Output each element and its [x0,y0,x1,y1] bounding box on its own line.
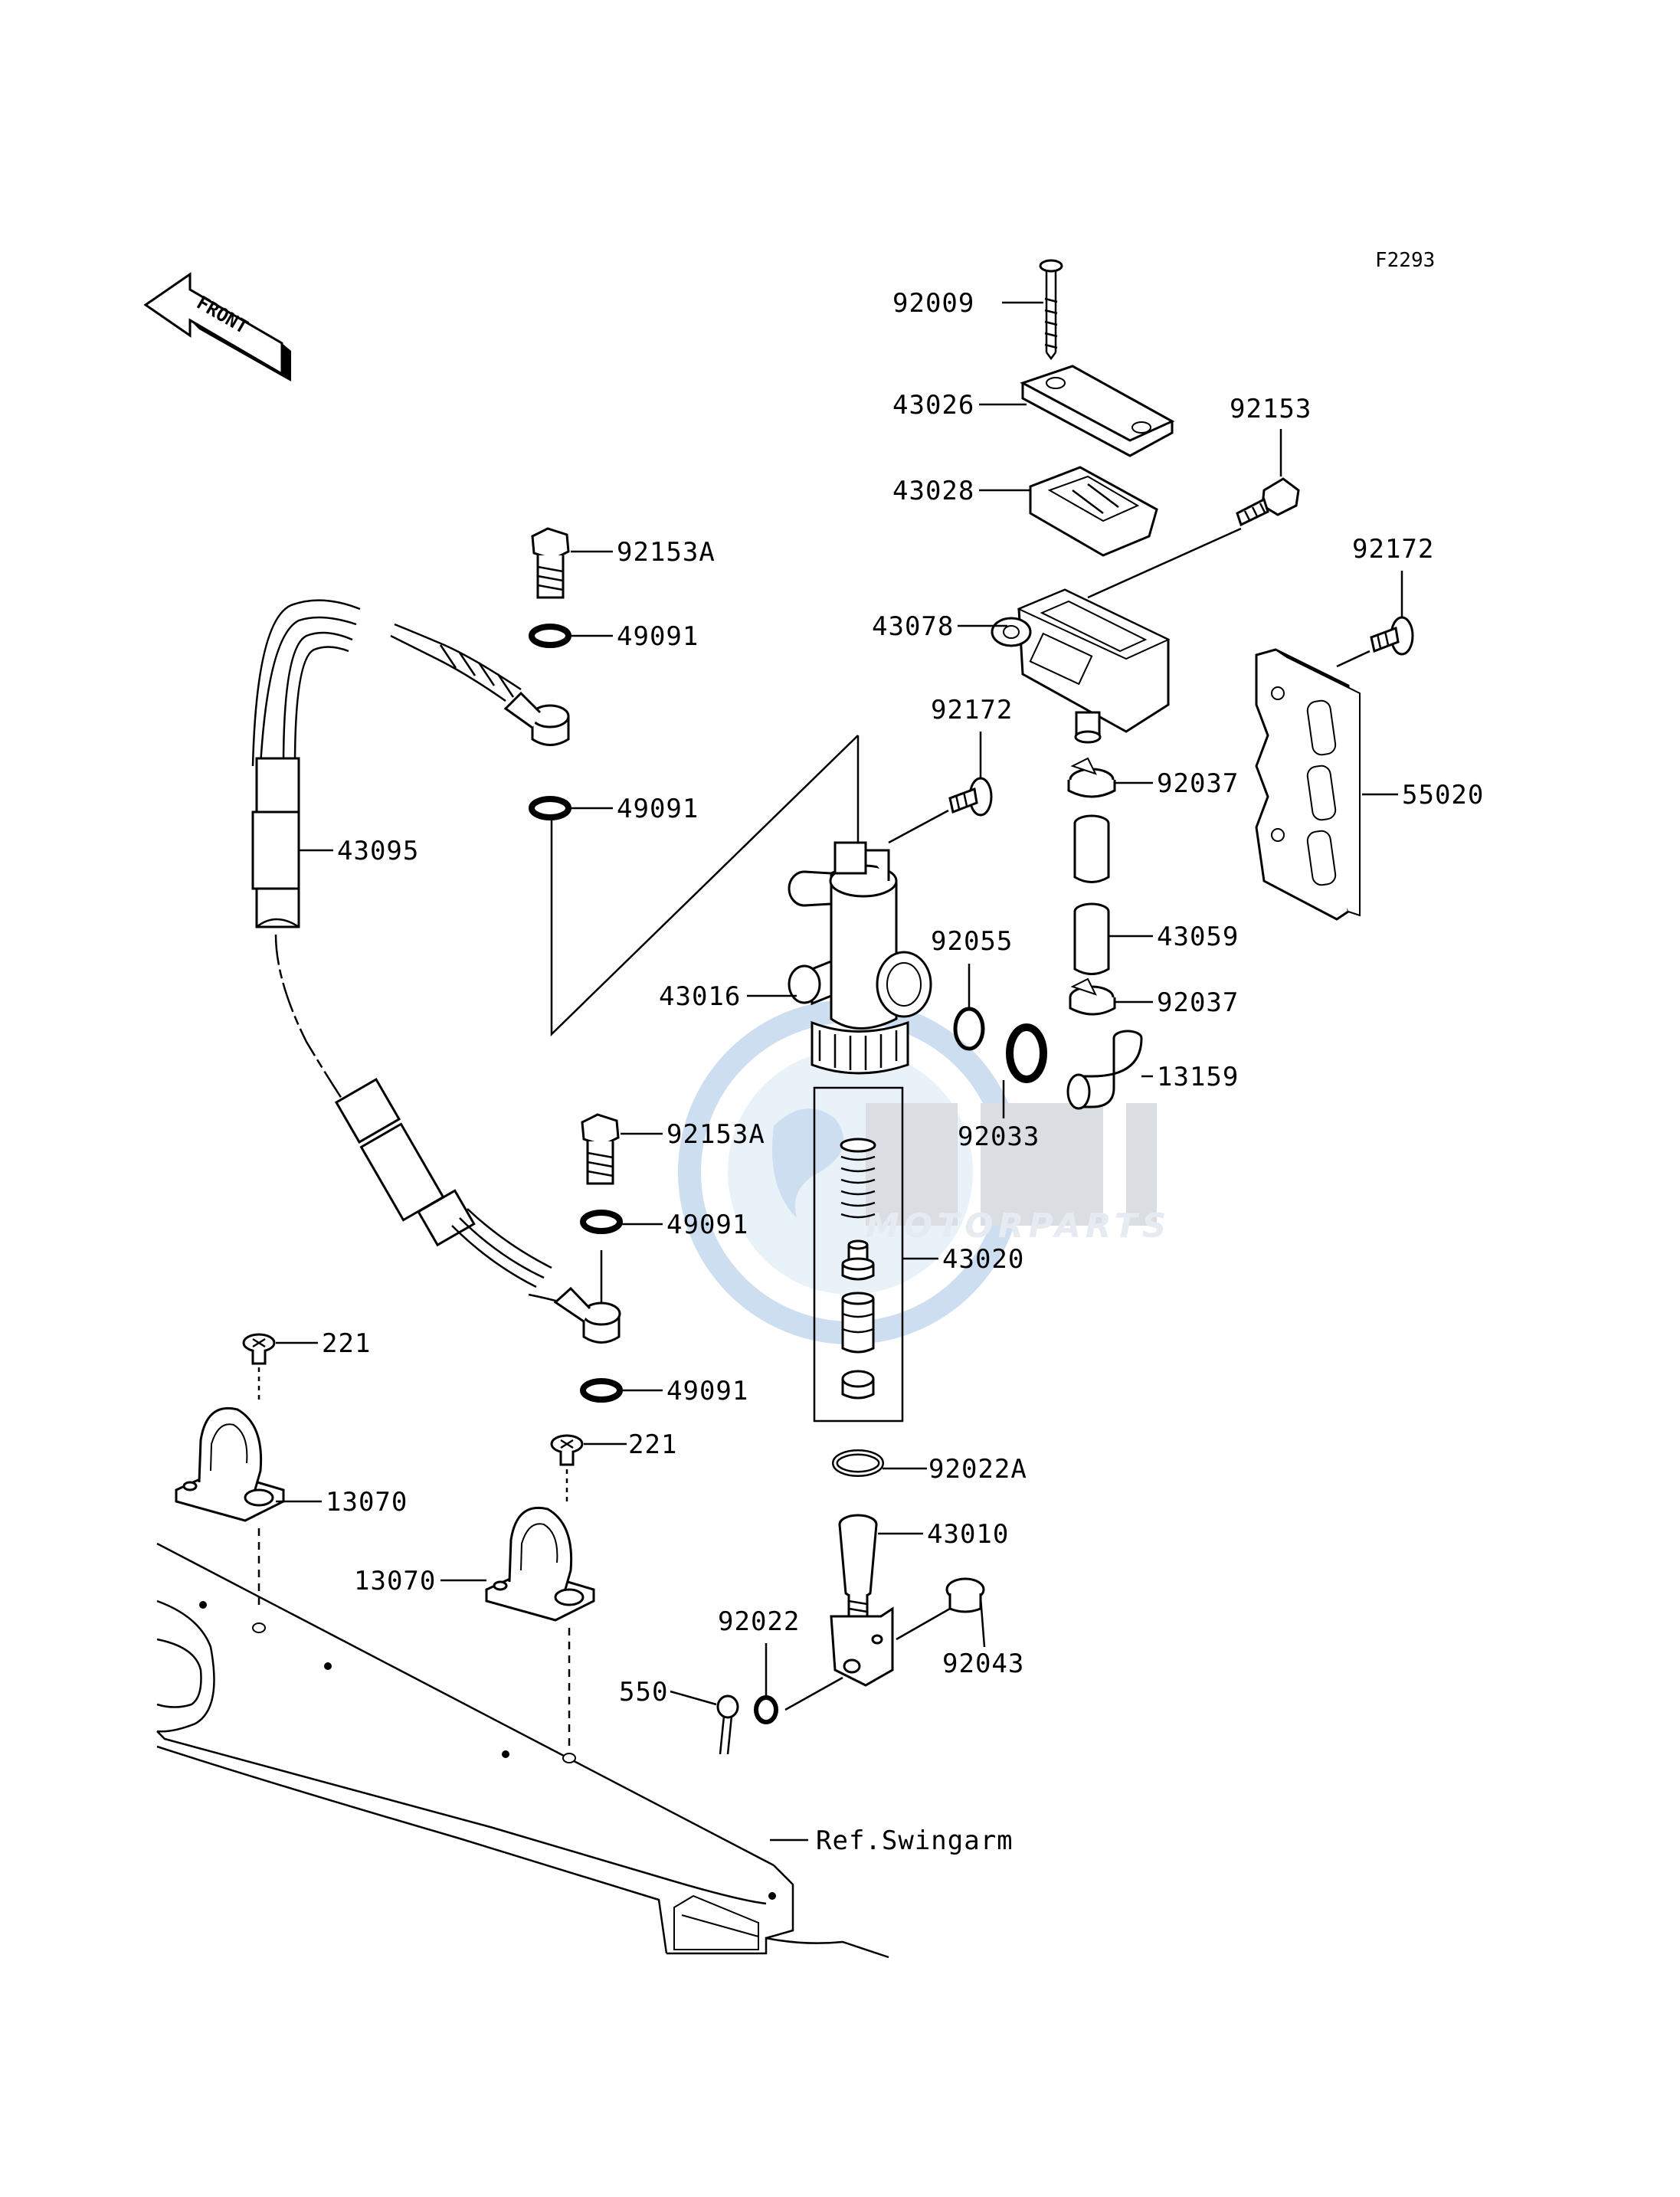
push-rod-43010-icon [830,1514,894,1687]
label-43028: 43028 [892,476,974,506]
front-arrow-icon: FRONT [143,272,291,381]
washer-92022-icon [754,1695,778,1724]
bolt-92153-icon [1236,477,1300,527]
circlip-92022A-icon [832,1449,884,1477]
label-49091-4: 49091 [666,1376,748,1406]
brake-hose-43095-icon [251,599,583,1311]
clamp-13070-upper-icon [175,1406,285,1522]
label-ref-swingarm: Ref.Swingarm [816,1825,1014,1856]
reservoir-cap-43026-icon [1020,365,1175,457]
washer-49091-3-icon [580,1210,623,1234]
o-ring-92055-icon [953,1007,985,1051]
cotter-pin-550-icon [716,1694,739,1755]
label-43059: 43059 [1157,922,1239,952]
label-92172-center: 92172 [931,695,1013,725]
label-92153: 92153 [1230,394,1312,424]
label-92033: 92033 [958,1121,1040,1152]
label-43010: 43010 [927,1519,1009,1550]
master-cylinder-43016-icon [788,841,932,1075]
circlip-92033-icon [1006,1023,1047,1083]
bolt-92172-right-icon [1370,616,1414,656]
label-43016: 43016 [659,981,741,1012]
label-13159: 13159 [1157,1062,1239,1092]
label-92009: 92009 [892,288,974,319]
swingarm-ref-icon [156,1542,889,1959]
washer-49091-2-icon [529,796,571,820]
label-13070-upper: 13070 [326,1487,408,1518]
label-92153A-lower: 92153A [666,1119,765,1150]
banjo-bolt-92153A-upper-icon [531,527,570,599]
label-92022: 92022 [718,1606,800,1637]
guard-plate-55020-icon [1255,648,1361,921]
label-49091-1: 49091 [617,621,699,652]
label-92043: 92043 [942,1649,1024,1679]
label-92055: 92055 [931,926,1013,957]
master-cylinder-body-43078-icon [991,588,1171,744]
label-92022A: 92022A [928,1454,1027,1485]
label-43020: 43020 [942,1244,1024,1275]
watermark-subtitle: MOTORPARTS [866,1207,1171,1246]
label-92172-right: 92172 [1352,534,1434,565]
clevis-pin-92043-icon [945,1577,985,1613]
label-43095: 43095 [337,836,419,866]
banjo-bolt-92153A-lower-icon [581,1113,620,1185]
label-49091-2: 49091 [617,794,699,824]
watermark-logo: MOTORPARTS [678,1000,1171,1344]
hose-clamp-92037-lower-icon [1069,977,1116,1016]
banjo-fitting-upper-icon [503,691,570,746]
label-92153A-upper: 92153A [617,537,716,568]
screw-92009-icon [1039,259,1063,361]
label-49091-3: 49091 [666,1210,748,1240]
banjo-fitting-lower-icon [553,1286,621,1344]
label-55020: 55020 [1402,780,1484,810]
washer-49091-1-icon [529,624,571,648]
label-92037-upper: 92037 [1157,768,1239,799]
diagram-code: F2293 [1375,249,1435,272]
clamp-13070-lower-icon [485,1506,595,1622]
label-92037-lower: 92037 [1157,987,1239,1018]
screw-221-lower-icon [550,1434,584,1466]
hose-43059-icon [1073,814,1110,975]
bolt-92172-center-icon [948,777,993,817]
washer-49091-4-icon [580,1378,623,1403]
hose-clamp-92037-upper-icon [1067,757,1116,798]
label-221-lower: 221 [628,1429,677,1460]
label-221-upper: 221 [322,1328,371,1359]
label-43078: 43078 [872,611,954,642]
piston-kit-box [813,1086,904,1423]
diaphragm-43028-icon [1029,466,1158,557]
piston-kit-43020-icon [840,1138,876,1400]
label-550: 550 [619,1677,668,1708]
label-43026: 43026 [892,390,974,421]
label-13070-lower: 13070 [354,1566,436,1596]
screw-221-upper-icon [242,1333,276,1365]
elbow-fitting-13159-icon [1066,1030,1143,1110]
